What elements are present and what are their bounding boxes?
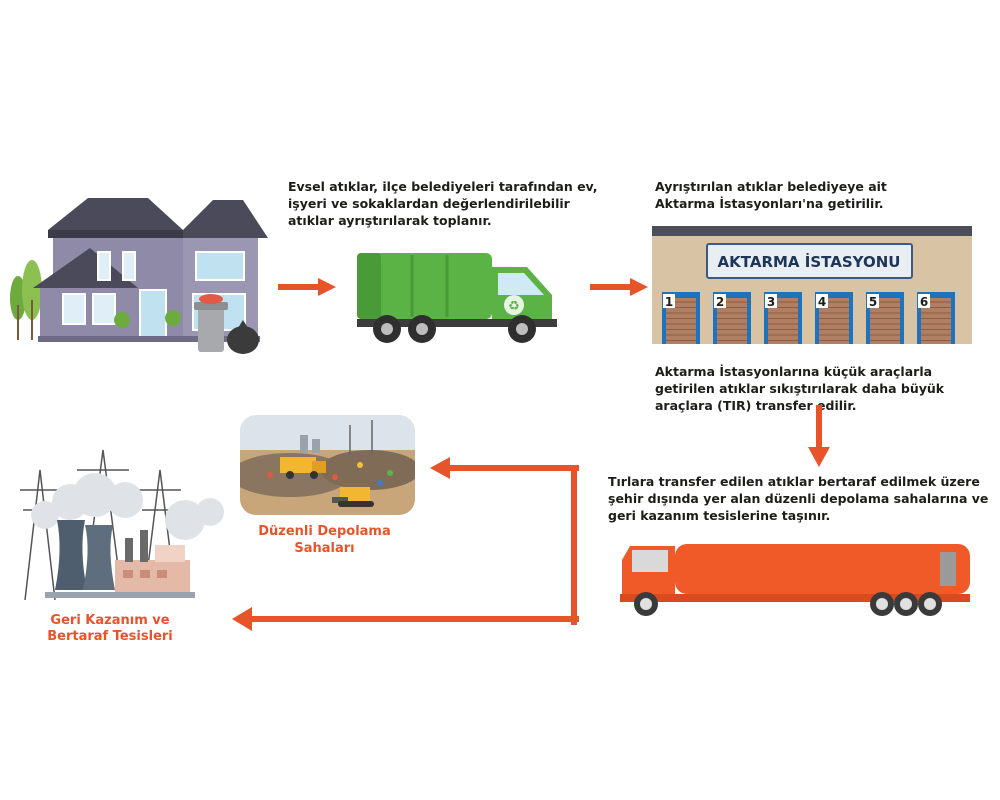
arrow-tir-to-landfill [430,457,579,479]
svg-text:♻: ♻ [508,299,520,314]
station-door-number: 1 [665,295,673,309]
station-title: AKTARMA İSTASYONU [718,252,901,271]
power-plant-icon [20,449,224,601]
station-door-number: 6 [920,295,928,309]
landfill-label: Düzenli Depolama Sahaları [258,524,391,556]
arrow-station-to-tir [808,405,830,467]
transfer-station-icon: AKTARMA İSTASYONU 1 2 3 4 5 6 [652,226,972,344]
step3-caption: Aktarma İstasyonlarına küçük araçlarla g… [655,364,945,413]
arrow-tir-to-recovery [232,607,579,631]
arrow-connector-vertical [571,465,577,625]
recovery-label-line2: Bertaraf Tesisleri [47,629,173,644]
station-door-number: 2 [716,295,724,309]
step4-caption: Tırlara transfer edilen atıklar bertaraf… [608,474,989,523]
tir-truck-icon [620,544,970,616]
station-door-number: 3 [767,295,775,309]
station-door-number-bg [918,294,930,308]
station-door-number: 5 [869,295,877,309]
station-door-number-bg [816,294,828,308]
station-door-number-bg [663,294,675,308]
station-door-number-bg [714,294,726,308]
recovery-label-line1: Geri Kazanım ve [50,613,170,628]
landfill-icon [240,415,415,515]
station-door-number-bg [867,294,879,308]
garbage-truck-icon: ♻ [357,253,557,343]
house-icon [10,198,268,354]
arrow-house-to-truck [278,278,336,296]
arrow-truck-to-station [590,278,648,296]
step2-caption: Ayrıştırılan atıklar belediyeye ait Akta… [655,179,887,211]
recycle-icon [504,295,524,315]
station-door-number-bg [765,294,777,308]
station-door-number: 4 [818,295,826,309]
step1-caption: Evsel atıklar, ilçe belediyeleri tarafın… [288,179,598,228]
